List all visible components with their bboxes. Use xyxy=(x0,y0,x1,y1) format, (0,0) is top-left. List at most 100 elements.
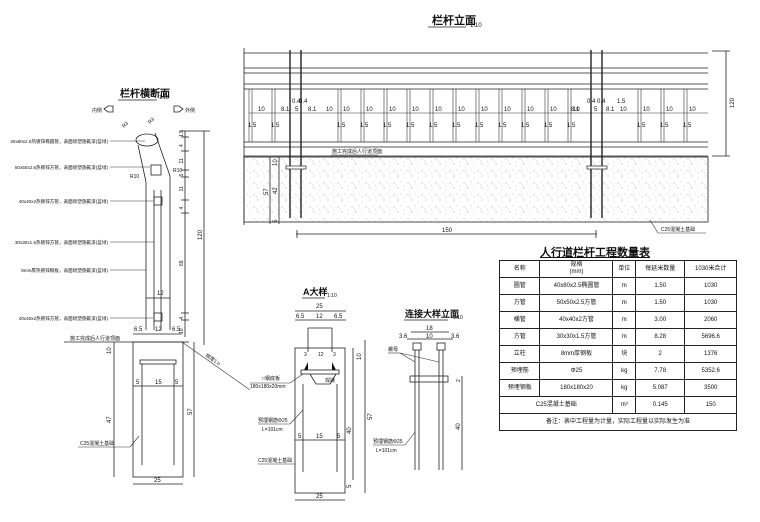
svg-text:12: 12 xyxy=(155,327,162,333)
callout-label: 50x50x2.5热镀锌方管，表面喷塑施氟漆(蓝绿) xyxy=(15,164,109,171)
callout-label: 40x80x2.5热镀锌椭圆管，表面喷塑施氟漆(蓝绿) xyxy=(10,138,108,145)
svg-text:3.6: 3.6 xyxy=(399,334,408,340)
section-surface-note: 施工完成后人行道顶面 xyxy=(70,335,120,342)
height-120: 120 xyxy=(730,97,736,108)
svg-text:47: 47 xyxy=(107,416,113,423)
table-cell: 1.50 xyxy=(634,277,686,295)
table-cell: 横管 xyxy=(498,311,541,329)
svg-text:180x180x20mm: 180x180x20mm xyxy=(250,384,286,390)
table-cell: 3.00 xyxy=(634,311,686,329)
table-cell: 30x30x1.5方管 xyxy=(539,328,614,346)
table-cell: 8.28 xyxy=(634,328,686,346)
svg-text:1:10: 1:10 xyxy=(453,315,463,321)
callout-label: 8mm厚热镀锌钢板，表面喷塑施氟漆(蓝绿) xyxy=(21,267,108,274)
svg-text:5: 5 xyxy=(298,434,302,440)
spacing-label: 10 xyxy=(389,107,396,113)
connection-plate xyxy=(409,375,449,383)
svg-text:25: 25 xyxy=(316,494,323,500)
svg-text:10: 10 xyxy=(107,347,113,354)
svg-text:5: 5 xyxy=(347,484,353,488)
concrete-foundation xyxy=(243,156,709,223)
inner-side-label: 内侧 xyxy=(92,107,102,114)
svg-text:R10: R10 xyxy=(130,174,139,180)
spacing-label: 10 xyxy=(550,107,557,113)
svg-text:螺母: 螺母 xyxy=(388,346,398,353)
svg-text:5: 5 xyxy=(337,434,341,440)
detail-a-title: A大样 xyxy=(303,286,328,297)
svg-text:□钢底板: □钢底板 xyxy=(262,375,280,382)
svg-text:42: 42 xyxy=(273,187,279,194)
svg-text:40: 40 xyxy=(347,427,353,434)
baluster-width-label: 1.5 xyxy=(475,123,484,129)
table-cell: 1.50 xyxy=(634,294,686,312)
svg-text:焊接: 焊接 xyxy=(325,377,335,384)
section-title: 栏杆横断面 xyxy=(120,87,170,100)
nut-right-icon xyxy=(436,342,446,351)
spacing-label: 10 xyxy=(504,107,511,113)
table-cell: 5696.6 xyxy=(684,328,737,346)
spacing-label: 8.1 xyxy=(281,107,290,113)
baluster-width-label: 1.5 xyxy=(683,123,692,129)
table-row: 备注：表中工程量为计量，实际工程量以实际发生为准 xyxy=(499,413,737,431)
spacing-label: 10 xyxy=(481,107,488,113)
svg-text:25: 25 xyxy=(316,304,323,310)
spacing-label: 10 xyxy=(666,107,673,113)
svg-text:R3: R3 xyxy=(147,116,156,125)
section-foundation xyxy=(132,341,184,478)
svg-text:40: 40 xyxy=(456,423,462,430)
callout-label: 40x40x2热镀锌方管，表面喷塑施氟漆(蓝绿) xyxy=(19,315,109,322)
table-cell: m xyxy=(612,294,636,312)
table-title: 人行道栏杆工程数量表 xyxy=(540,247,650,259)
section-height: 120 xyxy=(198,229,204,240)
table-cell: m xyxy=(612,277,636,295)
svg-text:5: 5 xyxy=(273,219,279,223)
svg-text:57: 57 xyxy=(188,408,194,415)
spacing-label: 5 xyxy=(295,107,299,113)
svg-text:25: 25 xyxy=(154,478,161,484)
svg-text:3: 3 xyxy=(304,352,307,358)
length-150: 150 xyxy=(442,228,453,234)
table-cell: Φ25 xyxy=(539,362,614,380)
table-cell: kg xyxy=(612,362,636,380)
dim-04a: 0.4 xyxy=(292,99,301,105)
table-cell: 规格 (mm) xyxy=(539,260,614,278)
table-cell: 0.145 xyxy=(634,396,686,414)
connection-title: 连接大样立面 xyxy=(405,308,459,319)
table-cell: 1030米合计 xyxy=(684,260,737,278)
svg-text:1:10: 1:10 xyxy=(159,95,169,101)
section-dim: 1.5 xyxy=(179,130,185,137)
svg-text:5: 5 xyxy=(175,380,179,386)
svg-text:12: 12 xyxy=(318,352,324,358)
elevation-title: 栏杆立面 xyxy=(432,13,476,27)
baluster-width-label: 1.5 xyxy=(360,123,369,129)
svg-text:57: 57 xyxy=(368,413,374,420)
dim-04d: 0.4 xyxy=(597,99,606,105)
svg-text:L=101cm: L=101cm xyxy=(376,448,397,454)
arrow-right-icon xyxy=(173,105,184,113)
callout-labels: 40x80x2.5热镀锌椭圆管，表面喷塑施氟漆(蓝绿) 50x50x2.5热镀锌方… xyxy=(10,138,154,322)
table-cell: 7.78 xyxy=(634,362,686,380)
table-cell: m xyxy=(612,311,636,329)
baluster-width-label: 1.5 xyxy=(660,123,669,129)
table-cell: 圆管 xyxy=(498,277,541,295)
table-cell: 2060 xyxy=(684,311,737,329)
table-cell: kg xyxy=(612,379,636,397)
section-dim: 69 xyxy=(179,260,185,266)
table-cell: 2 xyxy=(634,345,686,363)
table-cell: 方管 xyxy=(498,328,541,346)
baluster-width-label: 1.5 xyxy=(637,123,646,129)
spacing-label: 10 xyxy=(689,107,696,113)
dim-04c: 0.4 xyxy=(587,99,596,105)
section-dim: 4 xyxy=(179,317,185,320)
section-dim: 4 xyxy=(179,144,185,147)
svg-text:15: 15 xyxy=(316,434,323,440)
spacing-label: 10 xyxy=(412,107,419,113)
svg-text:12: 12 xyxy=(157,291,164,297)
dim-04b: 0.4 xyxy=(299,99,308,105)
table-cell: 180x180x20 xyxy=(539,379,614,397)
